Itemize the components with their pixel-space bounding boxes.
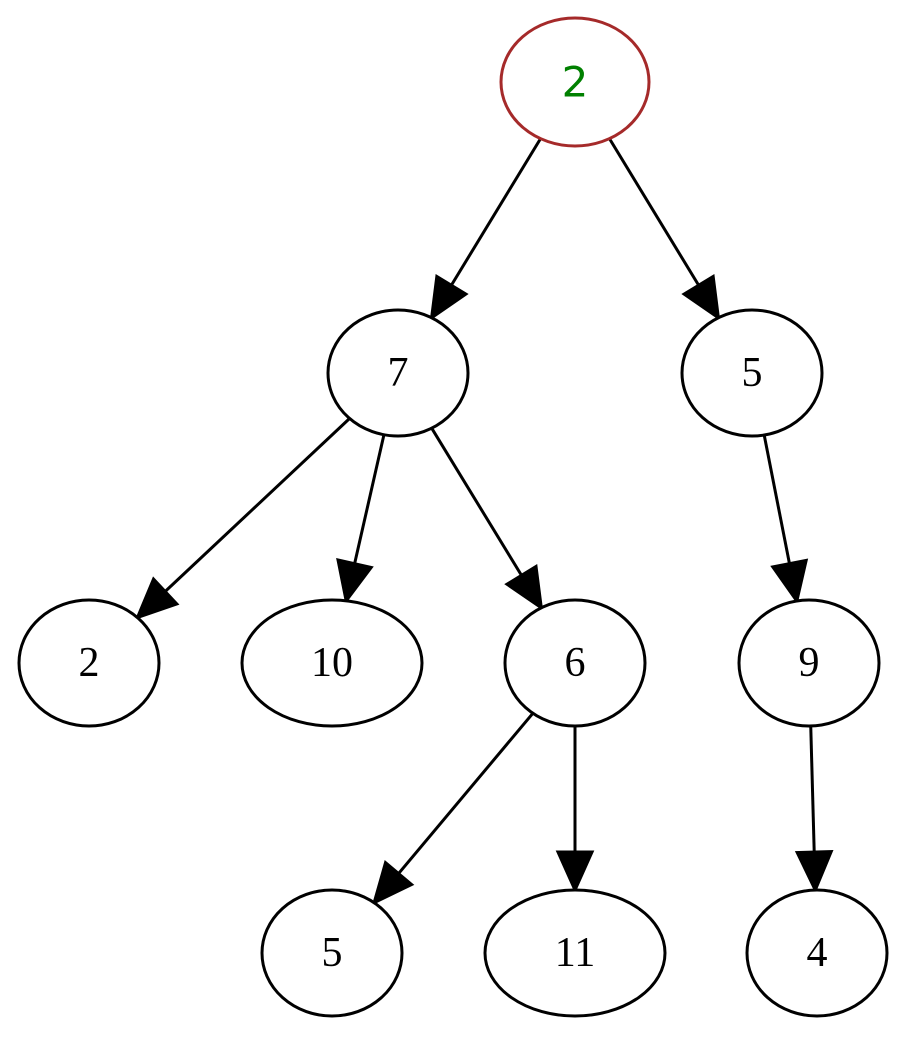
node-ellipse: [17, 598, 161, 728]
edge-line: [164, 417, 351, 593]
tree-node: 2: [17, 598, 161, 728]
node-ellipse: [483, 888, 667, 1018]
edge-n_5a-to-n_9: [762, 434, 809, 605]
tree-node: 5: [260, 888, 404, 1018]
tree-node: 6: [503, 598, 647, 728]
node-ellipse: [326, 308, 470, 438]
arrowhead-icon: [429, 273, 469, 321]
edge-n_root-to-n_7: [429, 137, 542, 321]
edge-n_6-to-n_5b: [371, 712, 535, 906]
tree-node: 9: [737, 598, 881, 728]
tree-node: 10: [240, 598, 424, 728]
tree-node: 7: [326, 308, 470, 438]
edge-n_root-to-n_5a: [608, 137, 721, 321]
node-label: 5: [742, 350, 763, 396]
node-label: 11: [555, 930, 595, 976]
arrowhead-icon: [336, 557, 374, 605]
root-node: 2: [499, 16, 651, 148]
arrowhead-icon: [134, 576, 180, 621]
arrowhead-icon: [794, 850, 834, 894]
node-label: 4: [807, 930, 828, 976]
edge-line: [450, 137, 542, 287]
edge-line: [762, 434, 791, 564]
edge-n_6-to-n_11: [555, 726, 595, 894]
tree-node: 11: [483, 888, 667, 1018]
edge-line: [809, 725, 816, 853]
edge-line: [397, 712, 535, 875]
node-ellipse: [503, 598, 647, 728]
edge-line: [608, 137, 700, 287]
node-ellipse: [499, 16, 651, 148]
node-label: 5: [322, 930, 343, 976]
node-label: 9: [799, 640, 820, 686]
node-label: 10: [311, 640, 353, 686]
node-ellipse: [737, 598, 881, 728]
arrowhead-icon: [555, 850, 595, 894]
edge-n_7-to-n_2b: [134, 417, 351, 621]
edge-n_7-to-n_6: [430, 427, 544, 611]
node-ellipse: [745, 888, 889, 1018]
node-ellipse: [680, 308, 824, 438]
arrowhead-icon: [681, 273, 721, 321]
edge-n_7-to-n_10: [336, 434, 386, 605]
node-label: 2: [79, 640, 100, 686]
edge-n_9-to-n_4: [794, 725, 834, 894]
arrowhead-icon: [504, 564, 544, 611]
node-ellipse: [240, 598, 424, 728]
node-label: 6: [565, 640, 586, 686]
node-label: 7: [388, 350, 409, 396]
nodes-layer: 2 7 5 2 10 6 9 5 11 4: [17, 16, 889, 1018]
edge-line: [430, 427, 523, 577]
arrowhead-icon: [371, 860, 415, 906]
node-ellipse: [260, 888, 404, 1018]
tree-node: 5: [680, 308, 824, 438]
node-label: 2: [562, 58, 589, 107]
tree-node: 4: [745, 888, 889, 1018]
arrowhead-icon: [770, 558, 809, 605]
edges-layer: [134, 137, 834, 906]
edge-line: [353, 434, 386, 565]
